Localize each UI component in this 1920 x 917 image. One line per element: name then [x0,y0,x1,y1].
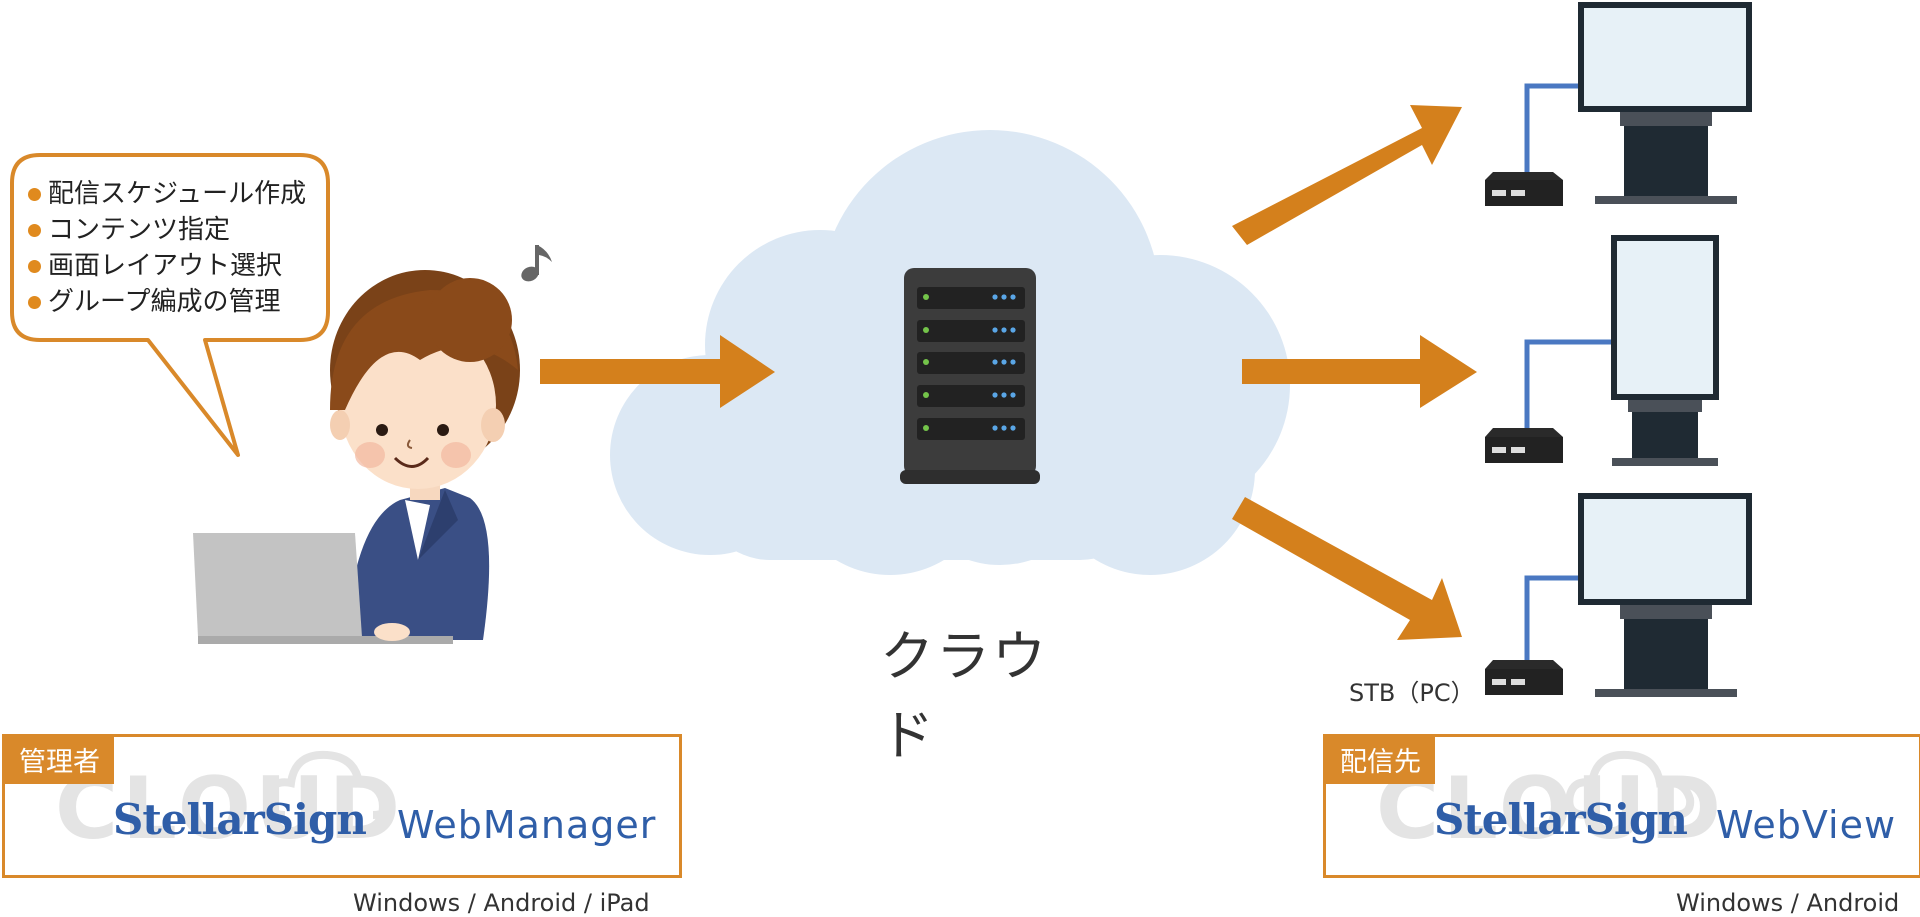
display-landscape-3 [1524,493,1752,697]
bullet-icon [28,295,41,309]
product-name: WebManager [397,803,657,847]
cloud-label: クラウド [880,625,1048,767]
list-item: 画面レイアウト選択 [28,248,306,284]
arrow-cloud-to-display-3 [1232,497,1462,640]
arrow-cloud-to-display-2 [1242,335,1477,408]
admin-product-box: CLOUD 管理者 StellarSign WebManager [2,734,682,878]
speech-bubble [10,153,330,457]
bullet-icon [28,187,41,201]
stb-device-2 [1485,428,1563,463]
admin-tag: 管理者 [5,737,114,784]
stb-device-3 [1485,660,1563,695]
list-item: コンテンツ指定 [28,212,306,248]
display-landscape-1 [1524,2,1752,204]
task-list: 配信スケジュール作成 コンテンツ指定 画面レイアウト選択 グループ編成の管理 [28,176,306,320]
arrow-cloud-to-display-1 [1232,105,1462,245]
cloud-watermark-icon [265,750,394,819]
stb-device-1 [1485,172,1563,206]
product-name: WebView [1716,803,1897,847]
stb-label: STB（PC） [1349,679,1475,707]
bullet-icon [28,259,41,273]
admin-platforms: Windows / Android / iPad [353,889,650,917]
destination-platforms: Windows / Android [1676,889,1900,917]
display-portrait-2 [1524,235,1719,466]
music-note-icon [521,245,552,282]
destination-tag: 配信先 [1326,737,1435,784]
destination-product-box: CLOUD 配信先 StellarSign WebView [1323,734,1920,878]
list-item: 配信スケジュール作成 [28,176,306,212]
stellarsign-logo: StellarSign [1434,795,1688,844]
administrator-illustration [193,270,520,644]
bullet-icon [28,223,41,237]
list-item: グループ編成の管理 [28,284,306,320]
arrow-admin-to-cloud [540,335,775,408]
cloud-watermark-icon [1566,750,1695,819]
server-icon [900,268,1040,484]
stellarsign-logo: StellarSign [113,795,367,844]
